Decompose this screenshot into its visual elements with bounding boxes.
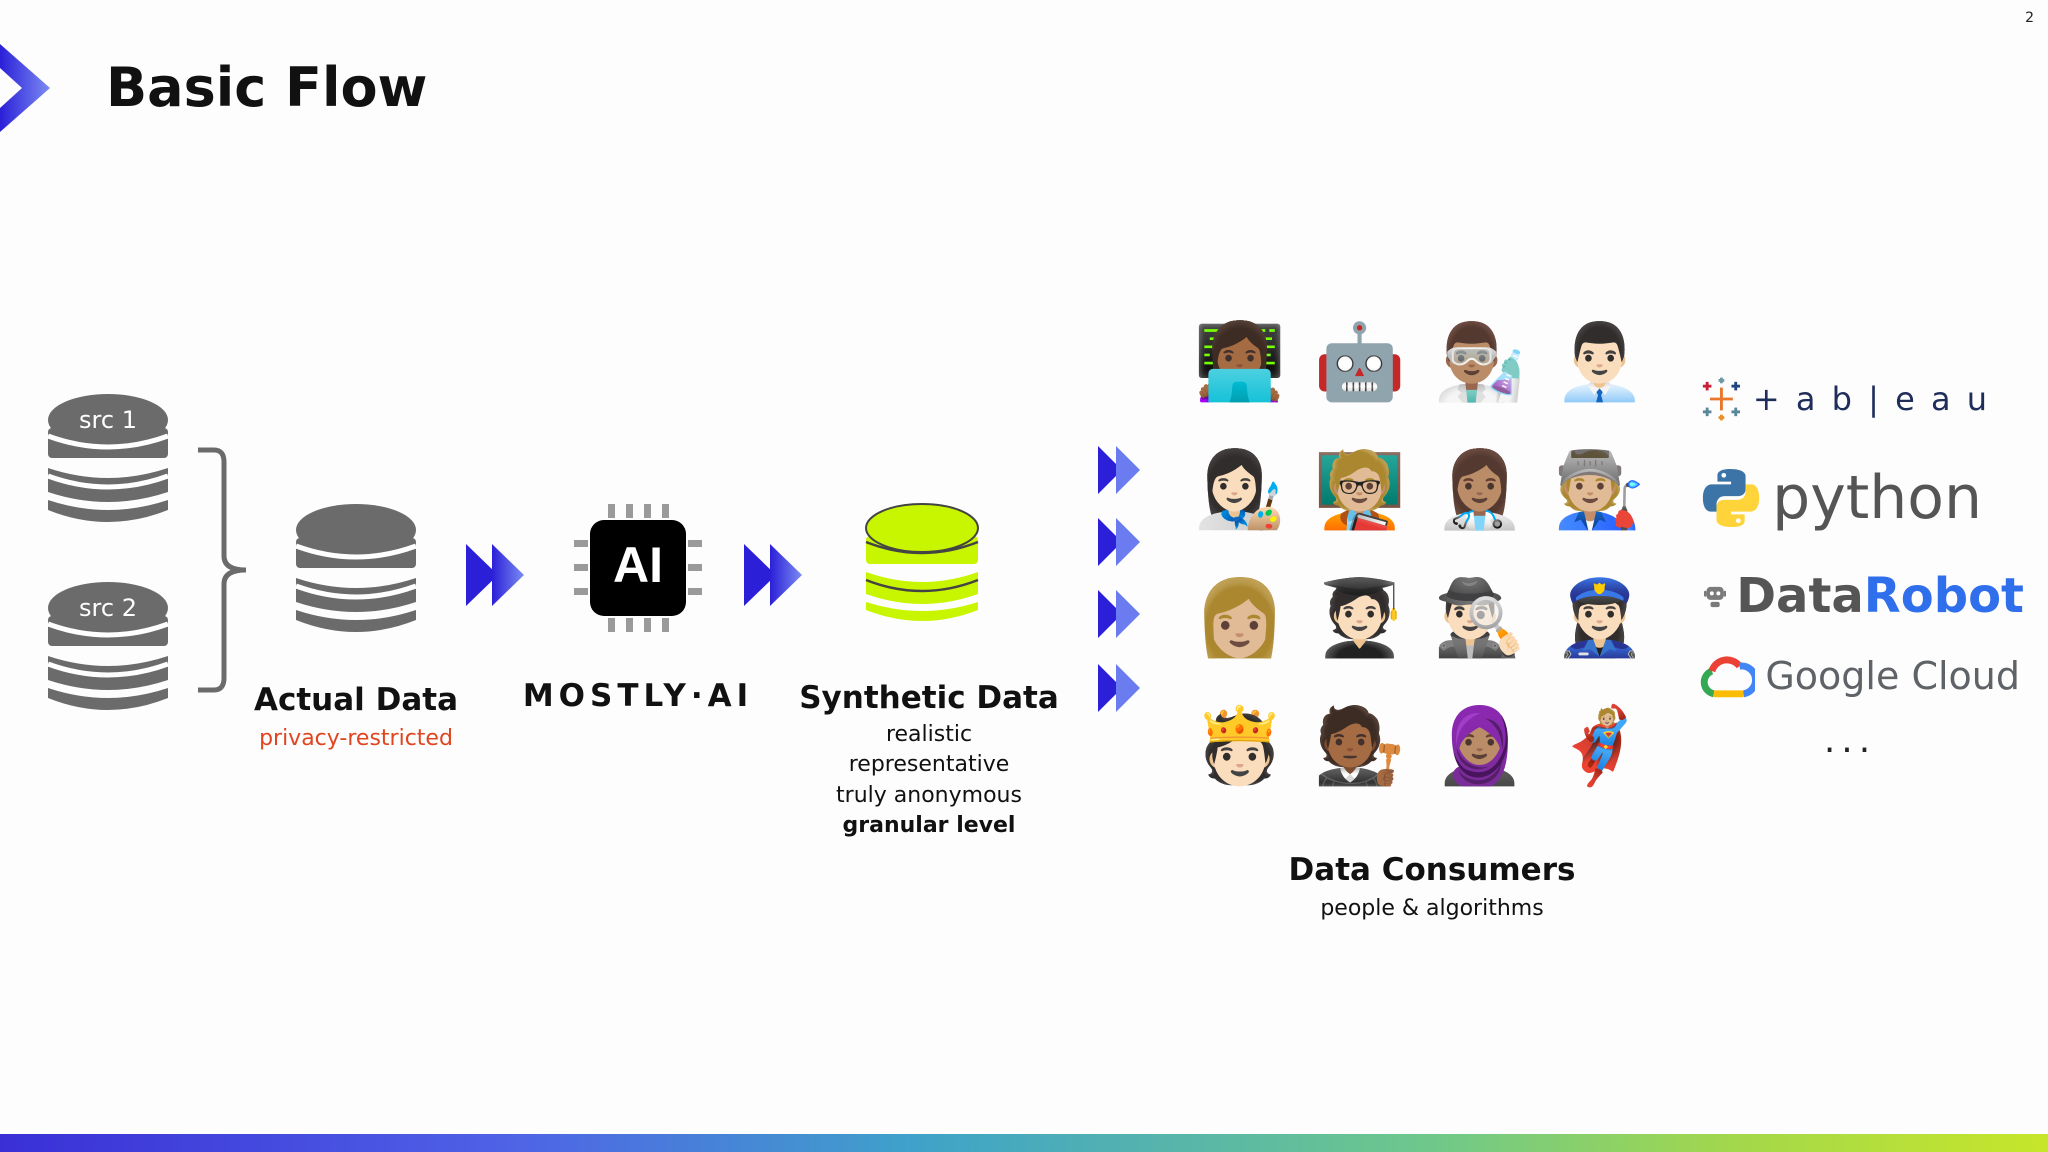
technologist-icon: 👩🏾‍💻 — [1193, 319, 1287, 405]
google-cloud-wordmark: Google Cloud — [1765, 654, 2020, 698]
synthetic-feature-anonymous: truly anonymous — [836, 783, 1022, 808]
synthetic-data-database-icon — [865, 503, 979, 621]
teacher-icon: 🧑🏼‍🏫 — [1313, 447, 1407, 533]
source-1-label: src 1 — [79, 406, 137, 434]
tableau-logo: + a b | e a u — [1700, 368, 1990, 430]
merge-brace-icon — [198, 447, 247, 693]
woman-icon: 👩🏼 — [1193, 575, 1287, 661]
python-snake-icon — [1702, 468, 1760, 528]
student-icon: 🧑🏻‍🎓 — [1313, 575, 1407, 661]
artist-icon: 👩🏻‍🎨 — [1193, 447, 1287, 533]
synthetic-data-title: Synthetic Data — [799, 680, 1059, 716]
fanout-arrow-icon — [1098, 446, 1140, 494]
superhero-icon: 🦸🏼 — [1553, 703, 1647, 789]
tableau-cross-icon — [1702, 377, 1741, 421]
royalty-icon: 🫅🏻 — [1193, 703, 1287, 789]
datarobot-wordmark-robot: Robot — [1863, 568, 2024, 624]
consumers-subtitle: people & algorithms — [1320, 896, 1544, 921]
bottom-gradient-bar — [0, 1134, 2048, 1152]
fanout-arrow-icon — [1098, 590, 1140, 638]
fanout-arrow-icon — [1098, 664, 1140, 712]
synthetic-feature-realistic: realistic — [885, 722, 973, 747]
source-database-1: src 1 — [46, 392, 170, 534]
robot-icon: 🤖 — [1313, 319, 1407, 405]
ai-chip-icon — [574, 504, 702, 632]
actual-data-title: Actual Data — [254, 682, 458, 718]
factory-worker-icon: 🧑🏼‍🏭 — [1553, 447, 1647, 533]
more-tools-ellipsis: ... — [1823, 720, 1877, 761]
python-logo: python — [1702, 458, 1982, 538]
source-database-2: src 2 — [46, 580, 170, 722]
flow-arrow-icon — [466, 544, 524, 606]
chevron-decoration-icon — [0, 44, 50, 132]
slide-title: Basic Flow — [106, 56, 428, 119]
detective-icon: 🕵🏻‍♂️ — [1433, 575, 1527, 661]
google-cloud-icon — [1700, 656, 1756, 698]
actual-data-subtitle: privacy-restricted — [259, 726, 453, 751]
flow-arrow-icon — [744, 544, 802, 606]
synthetic-feature-granular: granular level — [842, 813, 1016, 838]
synthetic-feature-representative: representative — [848, 752, 1010, 777]
source-2-label: src 2 — [79, 594, 137, 622]
mostly-ai-logo: MOSTLY·AI — [522, 678, 754, 714]
consumers-grid: 👩🏾‍💻 🤖 👨🏽‍🔬 👨🏻‍💼 👩🏻‍🎨 🧑🏼‍🏫 👩🏽‍⚕️ 🧑🏼‍🏭 👩🏼… — [1192, 314, 1652, 794]
actual-data-database-icon — [295, 504, 417, 632]
python-wordmark: python — [1772, 463, 1982, 533]
judge-icon: 🧑🏾‍⚖️ — [1313, 703, 1407, 789]
office-worker-icon: 👨🏻‍💼 — [1553, 319, 1647, 405]
headscarf-icon: 🧕🏽 — [1433, 703, 1527, 789]
datarobot-face-icon — [1704, 586, 1727, 608]
datarobot-wordmark-data: Data — [1736, 568, 1864, 624]
database-icon — [47, 394, 169, 522]
database-icon — [47, 582, 169, 710]
ai-chip-label: AI — [613, 537, 663, 593]
scientist-icon: 👨🏽‍🔬 — [1433, 319, 1527, 405]
police-officer-icon: 👮🏻‍♀️ — [1553, 575, 1647, 661]
fanout-arrow-icon — [1098, 518, 1140, 566]
health-worker-icon: 👩🏽‍⚕️ — [1433, 447, 1527, 533]
tableau-wordmark: + a b | e a u — [1752, 380, 1990, 418]
page-number: 2 — [2025, 10, 2034, 26]
google-cloud-logo: Google Cloud — [1700, 648, 2020, 704]
consumers-title: Data Consumers — [1288, 852, 1576, 888]
